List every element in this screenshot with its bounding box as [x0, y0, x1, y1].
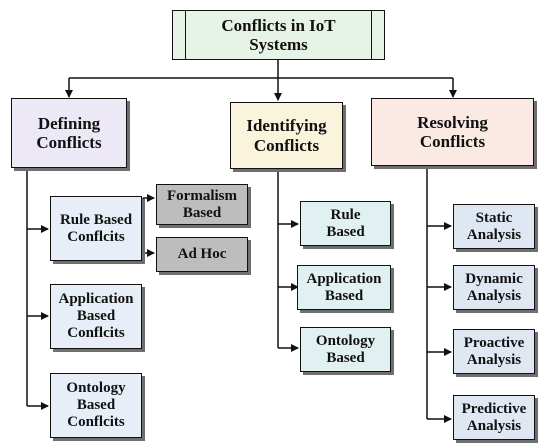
application-based-conflicts-node: Application Based Conflcits [50, 284, 142, 349]
root-left-inner-border [185, 11, 186, 59]
predictive-analysis-node: Predictive Analysis [453, 395, 535, 440]
ad-hoc-node: Ad Hoc [156, 237, 248, 272]
root-right-inner-border [371, 11, 372, 59]
ad-hoc-label: Ad Hoc [177, 246, 227, 263]
formalism-based-node: Formalism Based [156, 184, 248, 225]
formalism-based-label: Formalism Based [167, 187, 237, 221]
predictive-analysis-label: Predictive Analysis [461, 400, 527, 434]
defining-conflicts-label: Defining Conflicts [36, 113, 102, 152]
root-label: Conflicts in IoT Systems [221, 15, 336, 54]
static-analysis-node: Static Analysis [453, 204, 535, 249]
static-analysis-label: Static Analysis [466, 209, 522, 243]
dynamic-analysis-label: Dynamic Analysis [465, 270, 523, 304]
proactive-analysis-node: Proactive Analysis [453, 329, 535, 374]
identifying-application-based-node: Application Based [297, 265, 391, 310]
identifying-conflicts-label: Identifying Conflicts [246, 116, 327, 155]
identifying-rule-based-node: Rule Based [300, 201, 391, 246]
proactive-analysis-label: Proactive Analysis [463, 334, 525, 368]
identifying-conflicts-node: Identifying Conflicts [230, 102, 343, 169]
rule-based-conflicts-label: Rule Based Conflcits [59, 211, 133, 245]
application-based-conflicts-label: Application Based Conflcits [58, 291, 134, 341]
ontology-based-conflicts-node: Ontology Based Conflcits [50, 373, 142, 438]
resolving-conflicts-node: Resolving Conflicts [371, 98, 534, 166]
resolving-conflicts-label: Resolving Conflicts [417, 112, 488, 151]
identifying-ontology-based-node: Ontology Based [300, 327, 391, 372]
identifying-application-based-label: Application Based [306, 270, 382, 304]
root-node: Conflicts in IoT Systems [172, 10, 385, 60]
identifying-rule-based-label: Rule Based [326, 206, 365, 240]
ontology-based-conflicts-label: Ontology Based Conflcits [66, 380, 126, 430]
rule-based-conflicts-node: Rule Based Conflcits [50, 196, 142, 261]
dynamic-analysis-node: Dynamic Analysis [453, 265, 535, 310]
defining-conflicts-node: Defining Conflicts [11, 98, 127, 168]
identifying-ontology-based-label: Ontology Based [315, 332, 376, 366]
